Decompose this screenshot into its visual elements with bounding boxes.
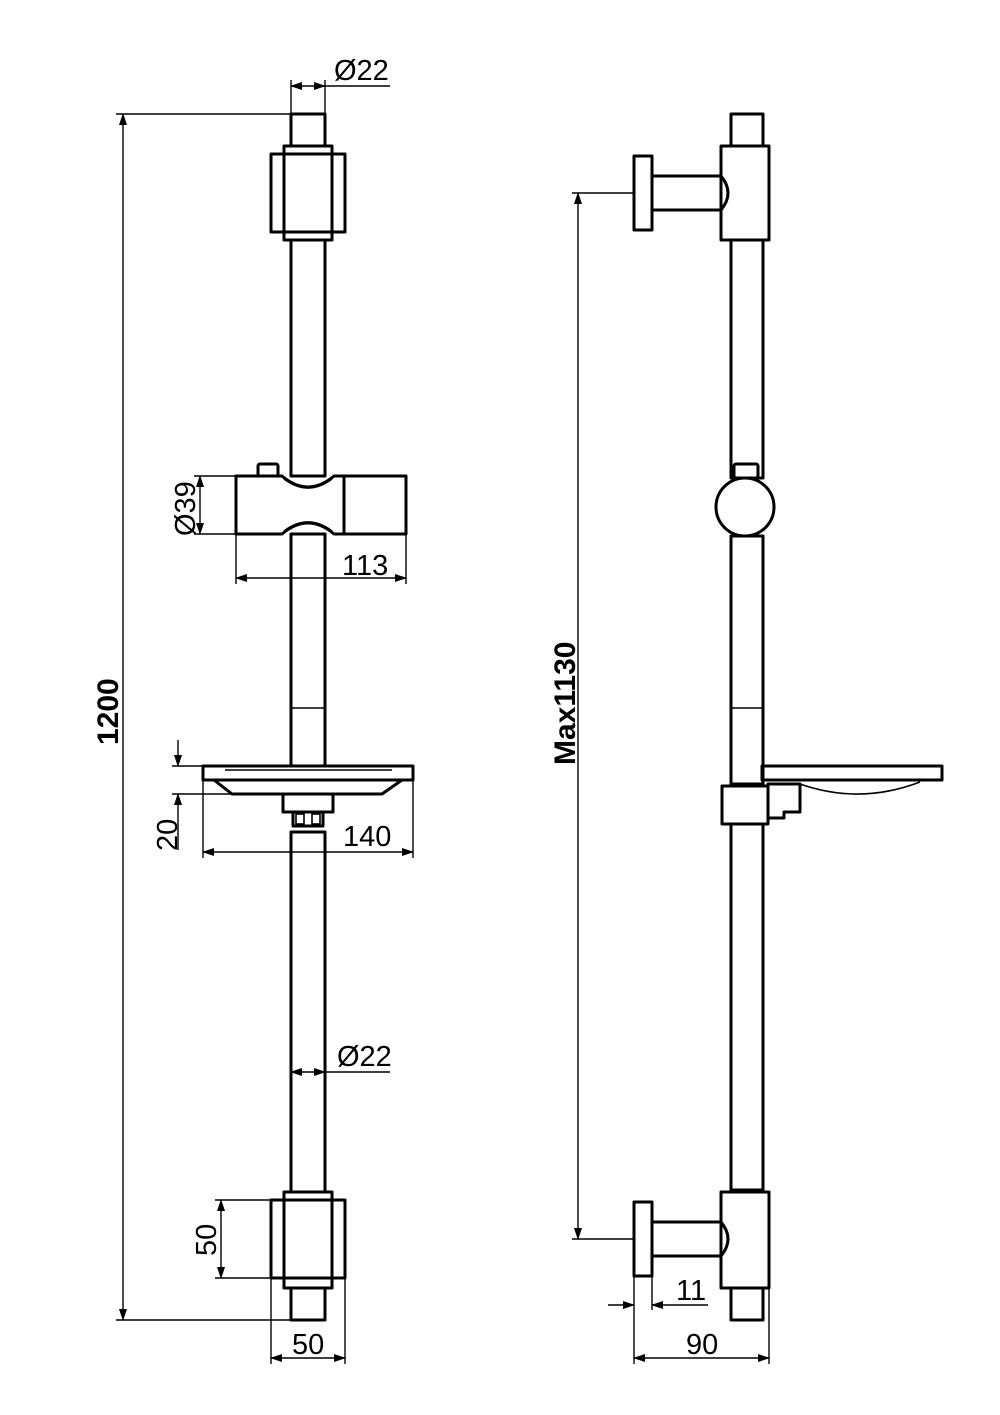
label-soap-dish-depth: 20 bbox=[152, 819, 184, 851]
dim-wall-plate-thickness: 11 bbox=[608, 1275, 708, 1364]
label-bracket-width: 50 bbox=[292, 1329, 324, 1361]
side-soap-dish bbox=[720, 764, 944, 826]
dim-wall-projection: 90 bbox=[633, 1288, 770, 1364]
dim-soap-dish-depth: 20 bbox=[152, 740, 232, 851]
label-holder-length: 113 bbox=[342, 550, 388, 582]
dim-holder-length: 113 bbox=[235, 534, 407, 584]
dim-bracket-width: 50 bbox=[270, 1278, 346, 1364]
front-view bbox=[201, 112, 415, 1322]
dim-max-spacing: Max1130 bbox=[549, 192, 634, 1240]
front-top-bracket bbox=[269, 144, 347, 242]
dim-rail-diameter-bottom: Ø22 bbox=[290, 1041, 392, 1076]
label-total-length: 1200 bbox=[92, 678, 125, 745]
dim-total-length: 1200 bbox=[92, 113, 291, 1321]
front-soap-dish bbox=[201, 764, 415, 828]
front-bottom-bracket bbox=[269, 1190, 347, 1290]
front-rail bbox=[289, 112, 327, 1322]
label-soap-dish-width: 140 bbox=[343, 821, 391, 853]
label-max-spacing: Max1130 bbox=[549, 642, 582, 765]
label-bracket-height: 50 bbox=[191, 1224, 223, 1256]
label-wall-plate-thickness: 11 bbox=[676, 1275, 706, 1307]
dim-holder-diameter: Ø39 bbox=[170, 475, 236, 536]
side-view bbox=[632, 112, 944, 1322]
side-rail bbox=[729, 112, 765, 1322]
dim-soap-dish-width: 140 bbox=[202, 780, 414, 858]
label-wall-projection: 90 bbox=[686, 1329, 718, 1361]
label-rail-diameter-top: Ø22 bbox=[334, 55, 389, 87]
side-bottom-bracket bbox=[632, 1190, 771, 1290]
dim-bracket-height: 50 bbox=[191, 1199, 271, 1279]
side-top-bracket bbox=[632, 144, 771, 242]
front-slider-holder bbox=[234, 462, 408, 536]
side-slider-holder bbox=[714, 462, 776, 538]
label-rail-diameter-bottom: Ø22 bbox=[337, 1041, 392, 1073]
dim-rail-diameter-top: Ø22 bbox=[290, 55, 390, 114]
label-holder-diameter: Ø39 bbox=[170, 481, 202, 536]
